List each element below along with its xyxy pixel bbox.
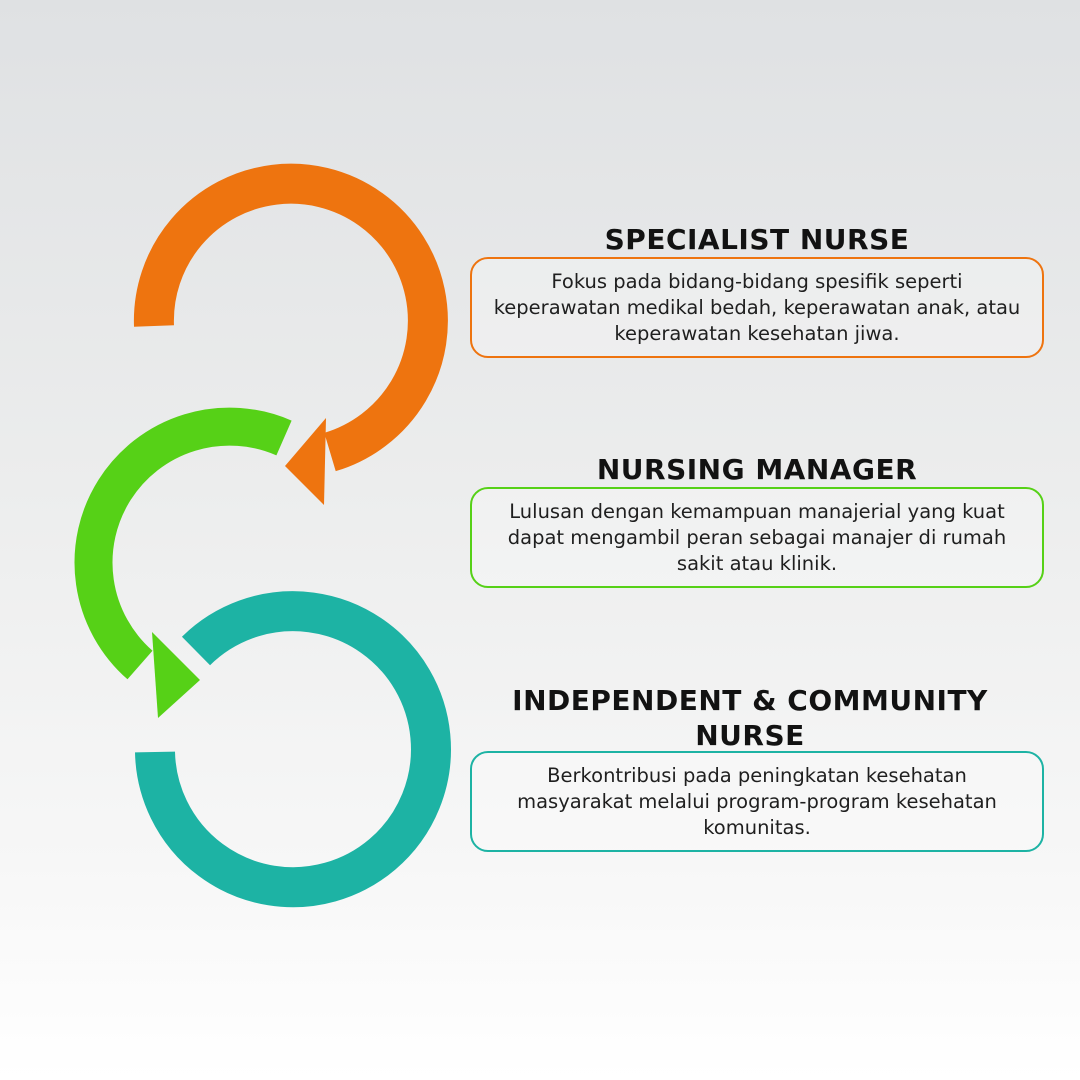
step-title: SPECIALIST NURSE [604, 223, 910, 256]
green-arrowhead [152, 632, 200, 718]
step-title: NURSING MANAGER [596, 453, 918, 486]
step-title: INDEPENDENT & COMMUNITY NURSE [512, 684, 988, 752]
step-description: Fokus pada bidang-bidang spesifik sepert… [493, 269, 1021, 345]
green-ring-arrow [74, 407, 292, 680]
step-description: Berkontribusi pada peningkatan kesehatan… [517, 763, 997, 839]
step-description-box: Fokus pada bidang-bidang spesifik sepert… [470, 257, 1044, 358]
step-description-box: Lulusan dengan kemampuan manajerial yang… [470, 487, 1044, 588]
step-specialist-nurse: SPECIALIST NURSE Fokus pada bidang-bidan… [470, 222, 1044, 358]
step-description: Lulusan dengan kemampuan manajerial yang… [507, 499, 1007, 575]
orange-arrowhead [285, 418, 326, 505]
step-description-box: Berkontribusi pada peningkatan kesehatan… [470, 751, 1044, 852]
teal-ring-arrow [135, 591, 451, 908]
step-nursing-manager: NURSING MANAGER Lulusan dengan kemampuan… [470, 452, 1044, 588]
step-independent-community-nurse: INDEPENDENT & COMMUNITY NURSE Berkontrib… [470, 683, 1044, 852]
orange-ring-arrow [133, 163, 448, 472]
